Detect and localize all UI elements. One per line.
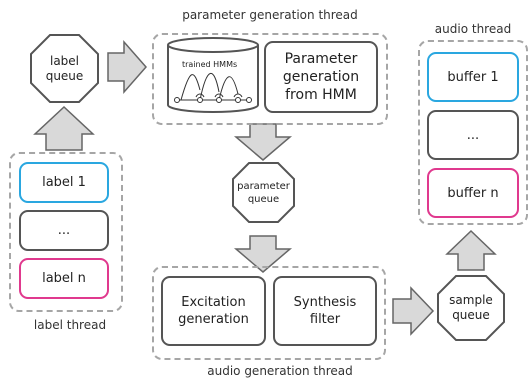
excitation-generation-box: Excitation generation <box>161 276 266 346</box>
arrow-param-to-param-queue <box>233 123 293 161</box>
label-queue-label: label queue <box>45 53 84 83</box>
arrow-sample-queue-to-audio-thread <box>445 229 497 271</box>
buffer-1-box: buffer 1 <box>427 52 519 102</box>
parameter-queue-label: parameter queue <box>237 180 290 205</box>
parameter-generation-thread-box <box>152 33 388 125</box>
arrow-label-thread-to-queue <box>33 105 95 151</box>
label-ellipsis-box: ... <box>19 210 109 251</box>
sample-queue-label: sample queue <box>449 293 493 322</box>
sample-queue-octagon <box>437 275 505 341</box>
audio-thread-caption: audio thread <box>434 22 512 36</box>
hmm-database-icon <box>167 37 259 113</box>
synthesis-filter-box: Synthesis filter <box>273 276 377 346</box>
buffer-n-box: buffer n <box>427 168 519 218</box>
parameter-generation-thread-caption: parameter generation thread <box>182 8 358 22</box>
label-thread-box <box>9 152 123 312</box>
parameter-queue-octagon <box>232 162 295 223</box>
audio-generation-thread-box <box>152 266 386 360</box>
trained-hmms-label: trained HMMs <box>182 60 238 69</box>
parameter-generation-box: Parameter generation from HMM <box>264 41 378 113</box>
audio-generation-thread-caption: audio generation thread <box>207 364 353 378</box>
label-queue-octagon <box>30 34 99 103</box>
label-n-box: label n <box>19 258 109 299</box>
label-thread-caption: label thread <box>33 318 107 332</box>
label-1-box: label 1 <box>19 162 109 203</box>
arrow-param-queue-to-audio-gen <box>233 235 293 273</box>
buffer-ellipsis-box: ... <box>427 110 519 160</box>
arrow-label-queue-to-param <box>107 40 147 94</box>
arrow-audio-gen-to-sample-queue <box>392 286 435 336</box>
audio-thread-box <box>418 40 528 225</box>
